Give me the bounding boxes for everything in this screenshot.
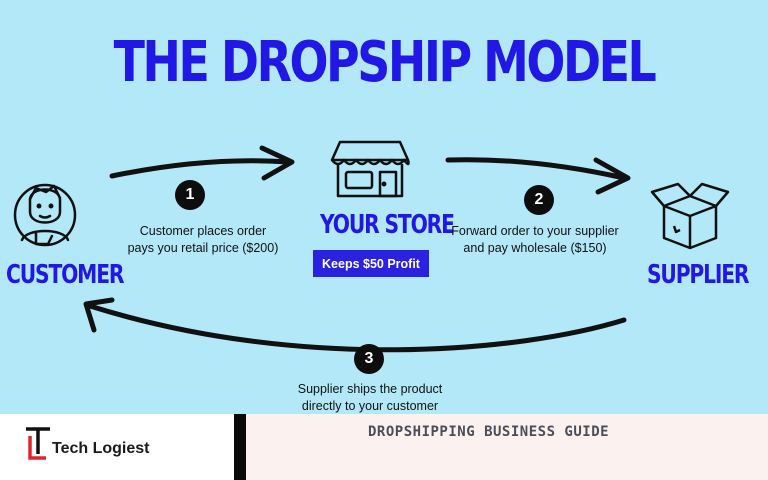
store-profit-badge: Keeps $50 Profit	[313, 250, 429, 277]
brand-name: Tech Logiest	[52, 440, 150, 457]
customer-avatar-icon	[13, 183, 77, 247]
arrow-customer-to-store	[109, 145, 295, 181]
arrow-supplier-to-customer	[83, 297, 627, 353]
footer-divider	[234, 414, 246, 480]
step-3-line-2: directly to your customer	[301, 399, 439, 413]
step-2-line-2: and pay wholesale ($150)	[463, 241, 607, 255]
supplier-label: SUPPLIER	[647, 260, 750, 290]
step-1-text: Customer places order pays you retail pr…	[118, 223, 288, 257]
step-2-number: 2	[524, 185, 554, 215]
diagram-title: THE DROPSHIP MODEL	[113, 30, 657, 95]
step-3-text: Supplier ships the product directly to y…	[282, 381, 458, 415]
open-box-icon	[650, 182, 730, 250]
customer-label: CUSTOMER	[6, 260, 125, 290]
dropship-diagram: THE DROPSHIP MODEL CUSTOMER YOUR STORE S…	[6, 30, 750, 415]
guide-title: DROPSHIPPING BUSINESS GUIDE	[368, 424, 610, 440]
store-label: YOUR STORE	[320, 210, 455, 240]
step-1-line-1: Customer places order	[139, 224, 267, 238]
diagram-arrows	[13, 140, 730, 353]
step-2-line-1: Forward order to your supplier	[451, 224, 619, 238]
footer-title-panel	[246, 414, 768, 480]
tech-logiest-logo	[26, 427, 50, 460]
step-1-number: 1	[175, 180, 205, 210]
step-3-number: 3	[354, 344, 384, 374]
step-2-text: Forward order to your supplier and pay w…	[440, 223, 630, 257]
storefront-icon	[330, 140, 410, 198]
arrow-store-to-supplier	[445, 157, 631, 195]
step-1-line-2: pays you retail price ($200)	[127, 241, 279, 255]
step-3-line-1: Supplier ships the product	[297, 382, 443, 396]
